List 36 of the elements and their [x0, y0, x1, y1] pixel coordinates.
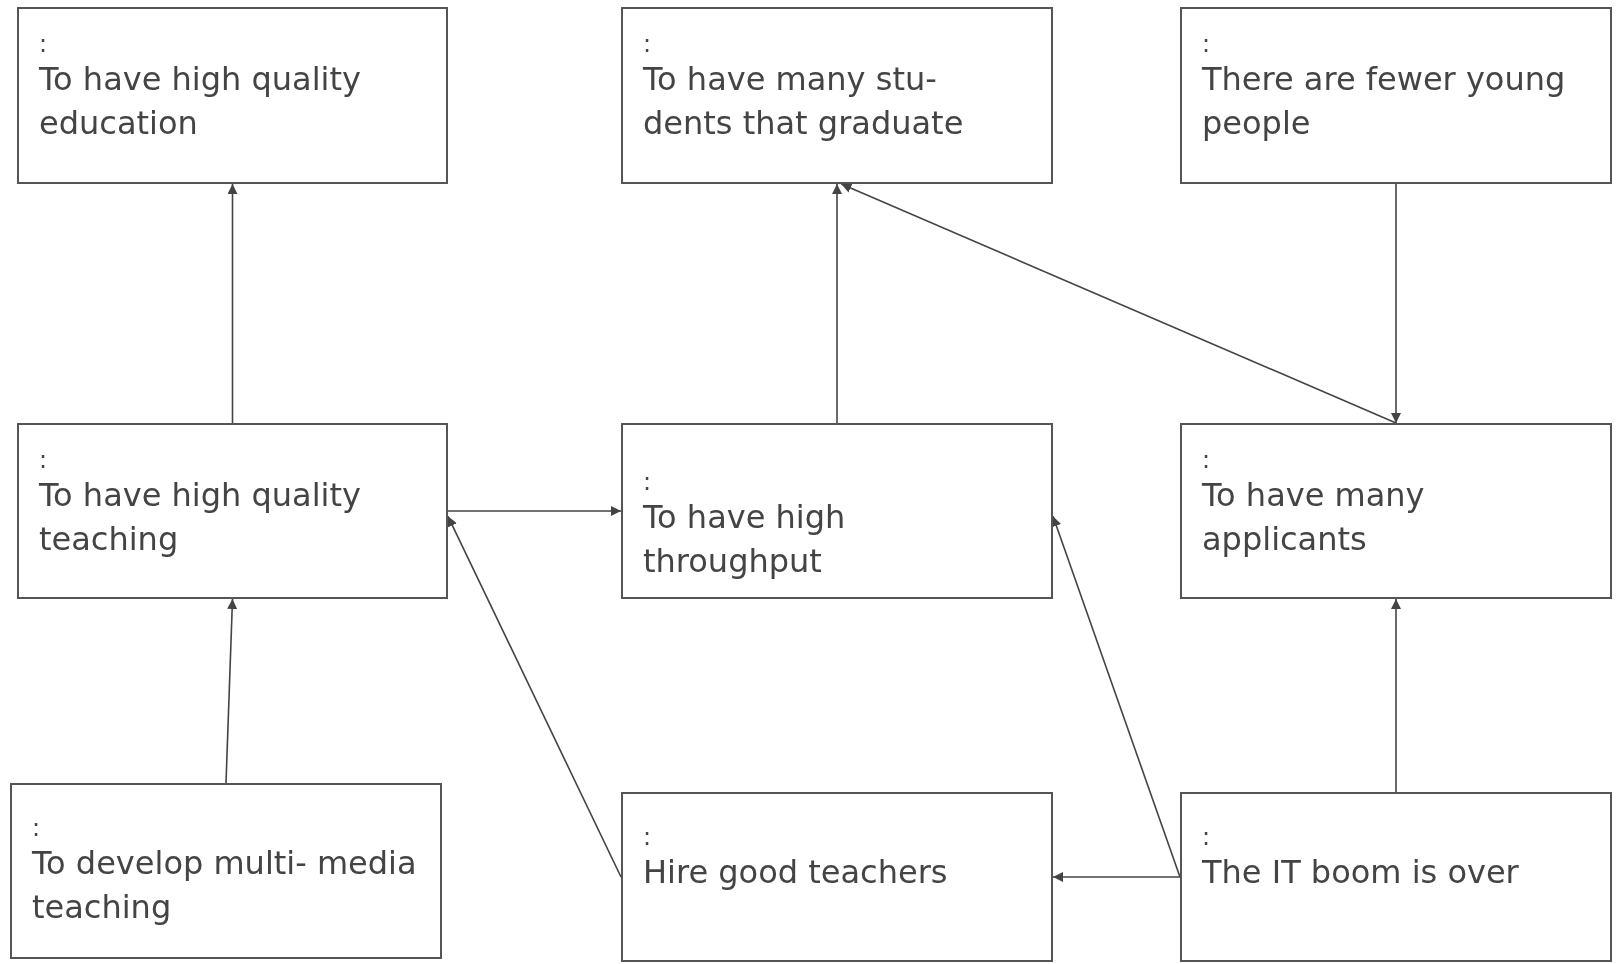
node-box	[17, 7, 448, 184]
arrow	[447, 506, 622, 516]
node-marker: :	[643, 31, 652, 57]
node-marker: :	[643, 469, 652, 495]
node-marker: :	[1202, 31, 1211, 57]
arrow	[227, 183, 238, 424]
node-label: To have high throughput	[643, 497, 847, 582]
node-marker: :	[643, 824, 652, 850]
node-box	[17, 423, 448, 599]
node-label: To develop multi- media teaching	[32, 843, 418, 928]
arrow	[1391, 183, 1401, 424]
node-box	[10, 783, 442, 959]
arrow	[840, 183, 1397, 424]
node-box	[1180, 7, 1612, 184]
node-marker: :	[39, 447, 48, 473]
node-label: To have high quality teaching	[39, 475, 362, 560]
arrow	[1052, 872, 1181, 882]
node-label: Hire good teachers	[643, 852, 948, 893]
node-marker: :	[32, 815, 41, 841]
node-box	[621, 792, 1053, 962]
node-box	[621, 423, 1053, 599]
node-label: To have many stu- dents that graduate	[643, 59, 965, 144]
node-box	[621, 7, 1053, 184]
arrow	[1391, 598, 1401, 793]
arrow	[832, 183, 842, 424]
arrow	[225, 598, 238, 784]
node-marker: :	[39, 31, 48, 57]
arrow	[447, 515, 622, 878]
node-label: To have high quality education	[39, 59, 362, 144]
node-marker: :	[1202, 447, 1211, 473]
node-marker: :	[1202, 824, 1211, 850]
node-box	[1180, 423, 1612, 599]
node-label: To have many applicants	[1202, 475, 1426, 560]
node-label: The IT boom is over	[1202, 852, 1519, 893]
node-label: There are fewer young people	[1202, 59, 1567, 144]
node-box	[1180, 792, 1612, 962]
